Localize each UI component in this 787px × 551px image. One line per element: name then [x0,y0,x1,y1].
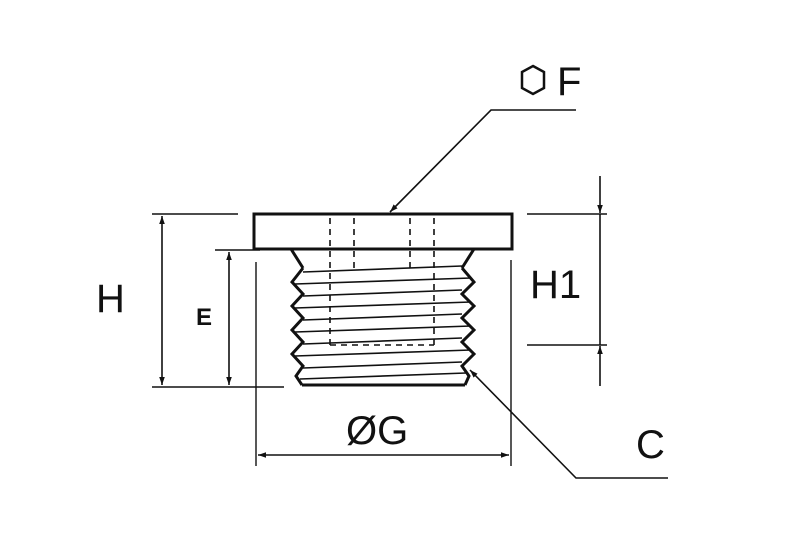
thread-helix [294,265,472,380]
hexagon-icon [520,64,546,96]
dimension-lines [159,176,603,458]
label-thread-length: E [196,304,212,331]
label-chamfer: C [636,423,665,467]
extension-lines [152,213,607,466]
label-thread-diameter: ØG [346,409,408,453]
c-leader [469,369,668,479]
leader-lines [389,109,668,479]
thread-profile-left [289,267,306,386]
plug-head [252,212,514,251]
f-leader [389,109,576,213]
label-overall-height: H [96,277,125,321]
label-hex-wrench-size: F [557,60,581,104]
plug-neck [289,248,476,269]
plug-body [252,212,514,387]
hidden-lines [329,218,435,346]
thread-profile-right [459,267,477,386]
label-head-height: H1 [530,263,581,307]
